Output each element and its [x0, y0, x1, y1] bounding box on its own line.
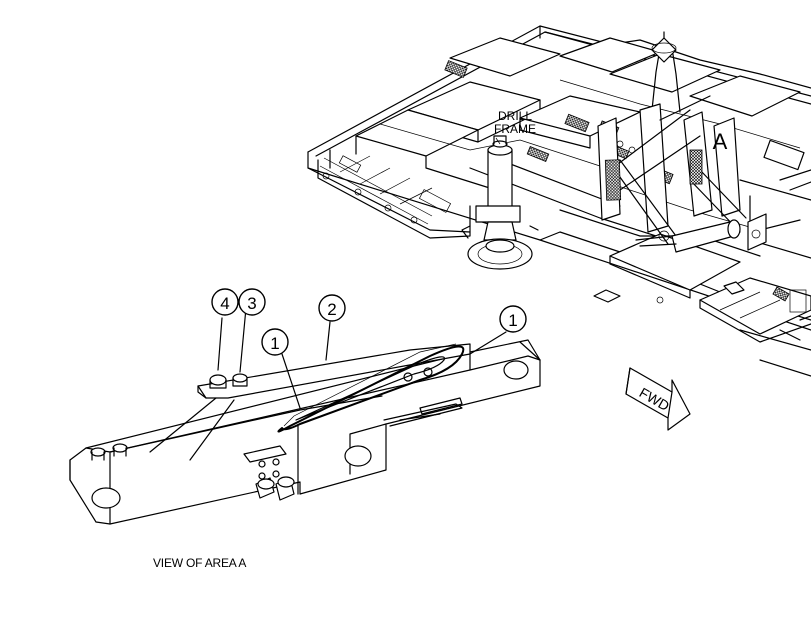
balloon-3-text: 3 [247, 294, 256, 313]
balloon-2-text: 2 [327, 300, 336, 319]
view-caption: VIEW OF AREA A [153, 556, 247, 570]
balloon-1-left-text: 1 [270, 334, 279, 353]
detail-view-area-a [69, 339, 541, 525]
balloon-4-text: 4 [220, 294, 229, 313]
balloon-4: 4 [211, 288, 239, 316]
balloon-3: 3 [238, 288, 266, 316]
drill-frame-label-line1: DRILL [498, 109, 532, 123]
drill-frame-assembly [307, 25, 811, 377]
callout-leaders [217, 307, 507, 409]
balloon-2: 2 [318, 294, 346, 322]
drill-frame-label-line2: FRAME [494, 122, 536, 136]
balloon-1-right-text: 1 [508, 311, 517, 330]
area-a-label: A [713, 129, 728, 154]
balloon-1-left: 1 [261, 328, 289, 356]
balloon-1-right: 1 [499, 305, 527, 333]
forward-arrow-icon [625, 367, 691, 431]
